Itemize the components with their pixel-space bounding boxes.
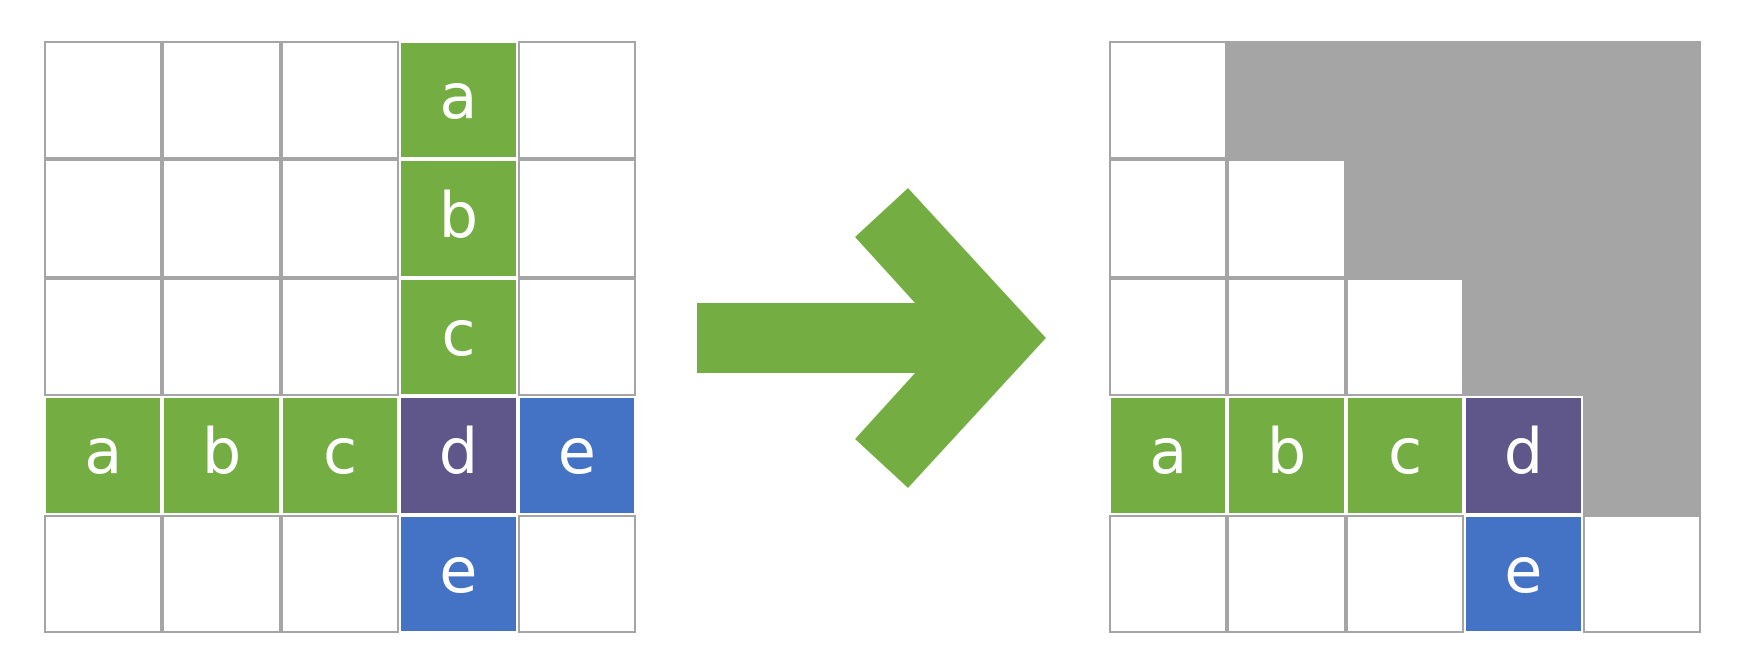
left-grid-cell-r4-c2: b (162, 396, 281, 515)
left-grid-cell-r3-c3 (280, 277, 400, 397)
left-grid-cell-r2-c4: b (399, 159, 518, 278)
cell-letter: d (1503, 415, 1544, 489)
left-grid-cell-r3-c4: c (399, 277, 518, 397)
right-grid-cell-r5-c3 (1345, 514, 1465, 633)
left-grid-cell-r3-c2 (162, 277, 281, 397)
left-grid-cell-r5-c5 (517, 514, 636, 633)
right-grid-cell-r2-c4 (1464, 159, 1583, 278)
right-grid-cell-r2-c1 (1109, 159, 1228, 278)
cell-letter: c (1387, 415, 1423, 489)
right-grid-cell-r4-c4: d (1464, 396, 1583, 515)
right-grid-cell-r1-c2 (1227, 41, 1346, 160)
right-grid-cell-r3-c2 (1227, 277, 1346, 397)
left-grid-cell-r3-c5 (517, 277, 636, 397)
cell-letter: e (557, 415, 596, 489)
right-grid-cell-r2-c2 (1227, 159, 1346, 278)
left-grid-cell-r1-c2 (162, 41, 281, 160)
left-grid-cell-r1-c5 (517, 41, 636, 160)
right-grid-cell-r2-c5 (1582, 159, 1701, 278)
right-grid-cell-r3-c3 (1345, 277, 1465, 397)
cell-letter: b (201, 415, 242, 489)
left-grid-cell-r5-c4: e (399, 514, 518, 633)
left-grid-cell-r1-c3 (280, 41, 400, 160)
left-grid-cell-r4-c3: c (280, 396, 400, 515)
right-arrow-icon (697, 188, 1046, 488)
right-grid-cell-r5-c1 (1109, 514, 1228, 633)
right-grid-cell-r5-c4: e (1464, 514, 1583, 633)
left-grid-cell-r5-c3 (280, 514, 400, 633)
right-grid-cell-r3-c4 (1464, 277, 1583, 397)
right-grid-cell-r2-c3 (1345, 159, 1465, 278)
cell-letter: a (1149, 415, 1188, 489)
cell-letter: b (438, 178, 479, 252)
cell-letter: d (438, 415, 479, 489)
right-grid-cell-r4-c5 (1582, 396, 1701, 515)
cell-letter: e (439, 533, 478, 607)
right-grid-cell-r1-c5 (1582, 41, 1701, 160)
left-grid-cell-r4-c5: e (517, 396, 636, 515)
right-grid-cell-r1-c1 (1109, 41, 1228, 160)
cell-letter: a (84, 415, 123, 489)
right-grid-cell-r1-c3 (1345, 41, 1465, 160)
left-grid-cell-r2-c3 (280, 159, 400, 278)
left-grid-cell-r4-c1: a (44, 396, 163, 515)
cell-letter: e (1504, 533, 1543, 607)
right-grid-cell-r4-c1: a (1109, 396, 1228, 515)
left-grid-cell-r1-c4: a (399, 41, 518, 160)
right-grid-cell-r3-c5 (1582, 277, 1701, 397)
left-grid-cell-r2-c2 (162, 159, 281, 278)
right-grid-cell-r4-c2: b (1227, 396, 1346, 515)
left-grid-cell-r2-c5 (517, 159, 636, 278)
cell-letter: a (439, 60, 478, 134)
left-grid-cell-r5-c2 (162, 514, 281, 633)
right-grid-cell-r4-c3: c (1345, 396, 1465, 515)
cell-letter: c (322, 415, 358, 489)
right-grid-cell-r5-c5 (1582, 514, 1701, 633)
arrow-shape (697, 188, 1046, 488)
cell-letter: c (441, 296, 476, 370)
left-grid-cell-r5-c1 (44, 514, 163, 633)
right-grid-cell-r3-c1 (1109, 277, 1228, 397)
cell-letter: b (1266, 415, 1307, 489)
left-grid-cell-r2-c1 (44, 159, 163, 278)
left-grid-cell-r3-c1 (44, 277, 163, 397)
right-grid-cell-r5-c2 (1227, 514, 1346, 633)
left-grid-cell-r4-c4: d (399, 396, 518, 515)
right-grid-cell-r1-c4 (1464, 41, 1583, 160)
left-grid-cell-r1-c1 (44, 41, 163, 160)
